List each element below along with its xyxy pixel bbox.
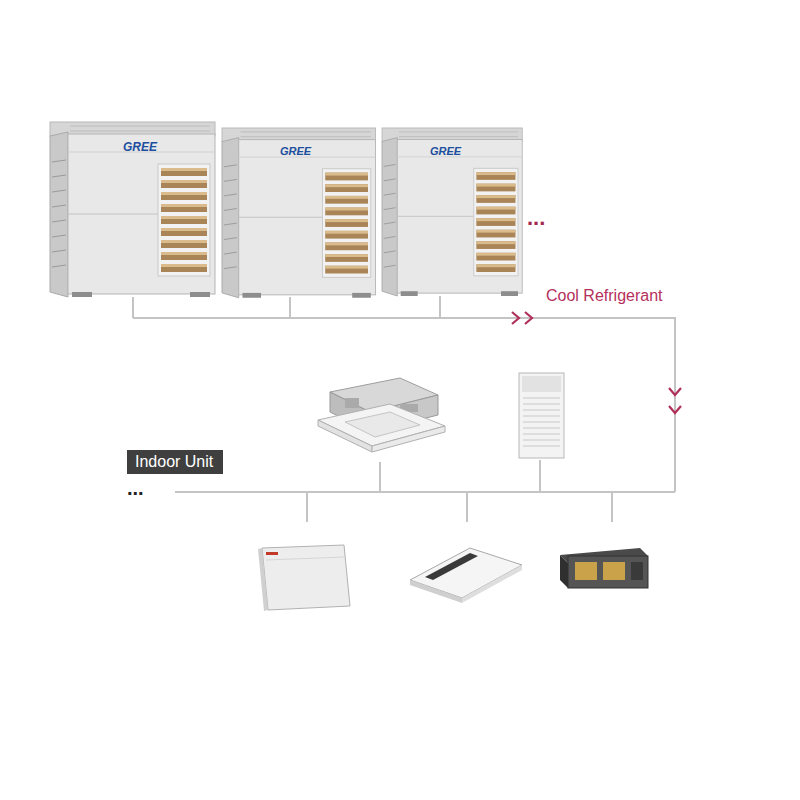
brand-logo: GREE [280,145,311,158]
brand-logo: GREE [123,141,157,155]
indoor-unit-label-box: Indoor Unit [127,450,223,474]
flow-label: Cool Refrigerant [546,287,663,305]
node-text: Indoor Unit [135,452,215,471]
continuation-mark: ... [127,477,144,500]
brand-logo: GREE [430,145,461,158]
continuation-mark: ... [527,205,545,230]
